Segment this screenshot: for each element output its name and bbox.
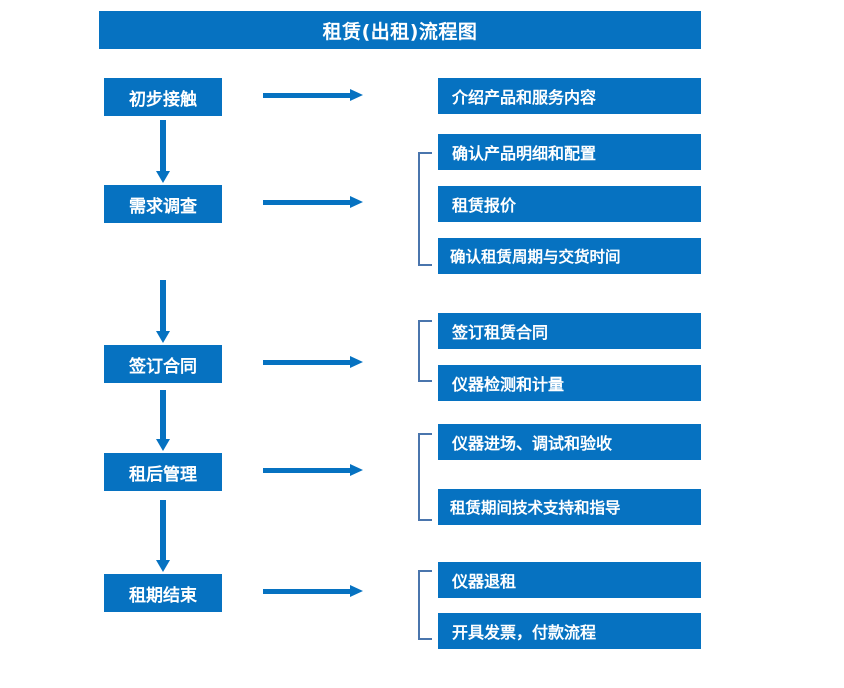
detail-box-8[interactable]: 租赁期间技术支持和指导 xyxy=(438,489,701,525)
group-bracket-3 xyxy=(418,433,432,521)
detail-box-1[interactable]: 介绍产品和服务内容 xyxy=(438,78,701,114)
detail-box-10[interactable]: 开具发票，付款流程 xyxy=(438,613,701,649)
arrow-down-icon-2 xyxy=(156,280,170,343)
arrow-right-icon-1 xyxy=(263,89,363,101)
group-bracket-4 xyxy=(418,570,432,640)
stage-box-5[interactable]: 租期结束 xyxy=(104,574,222,612)
detail-box-5[interactable]: 签订租赁合同 xyxy=(438,313,701,349)
stage-box-1[interactable]: 初步接触 xyxy=(104,78,222,116)
detail-box-7[interactable]: 仪器进场、调试和验收 xyxy=(438,424,701,460)
detail-box-6[interactable]: 仪器检测和计量 xyxy=(438,365,701,401)
arrow-right-icon-4 xyxy=(263,464,363,476)
group-bracket-1 xyxy=(418,152,432,266)
detail-box-3[interactable]: 租赁报价 xyxy=(438,186,701,222)
detail-box-4[interactable]: 确认租赁周期与交货时间 xyxy=(438,238,701,274)
stage-box-2[interactable]: 需求调查 xyxy=(104,185,222,223)
detail-box-9[interactable]: 仪器退租 xyxy=(438,562,701,598)
stage-box-4[interactable]: 租后管理 xyxy=(104,453,222,491)
arrow-down-icon-1 xyxy=(156,120,170,183)
chart-title: 租赁(出租)流程图 xyxy=(99,11,701,49)
group-bracket-2 xyxy=(418,320,432,382)
arrow-down-icon-3 xyxy=(156,390,170,451)
arrow-right-icon-2 xyxy=(263,196,363,208)
stage-box-3[interactable]: 签订合同 xyxy=(104,345,222,383)
detail-box-2[interactable]: 确认产品明细和配置 xyxy=(438,134,701,170)
arrow-right-icon-5 xyxy=(263,585,363,597)
arrow-down-icon-4 xyxy=(156,500,170,572)
arrow-right-icon-3 xyxy=(263,356,363,368)
